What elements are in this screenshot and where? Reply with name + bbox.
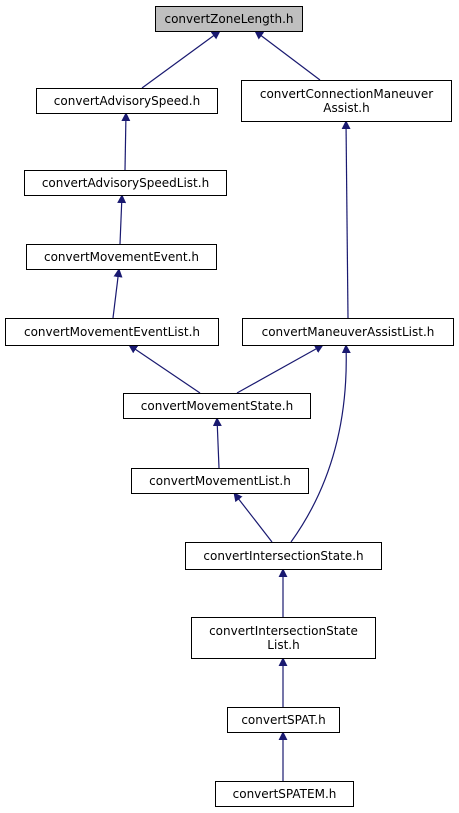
node-box [123,393,311,419]
edge-advspeedlist-to-advspeed [121,112,131,171]
node-movstate[interactable]: convertMovementState.h [123,393,311,419]
node-spat[interactable]: convertSPAT.h [227,707,340,733]
node-label: convertMovementState.h [141,399,293,413]
edge-intstate-to-movlist [233,492,273,543]
node-box [155,6,303,32]
edge-connman-to-zonelength [254,30,321,81]
edge-intstate-to-manassistlist [290,344,351,543]
node-label: convertZoneLength.h [164,12,293,26]
edge-line [141,30,221,89]
node-zonelength[interactable]: convertZoneLength.h [155,6,303,32]
node-label: convertSPAT.h [241,713,325,727]
node-box [242,318,454,346]
node-box [185,542,382,570]
edge-movevent-to-advspeedlist [117,194,127,245]
edge-line [254,30,321,81]
nodes-layer: convertZoneLength.h convertAdvisorySpeed.… [5,6,454,807]
edges-layer [112,30,351,781]
edge-line [290,344,351,543]
node-box [241,80,452,122]
node-movevent[interactable]: convertMovementEvent.h [26,244,217,270]
node-spatem[interactable]: convertSPATEM.h [215,781,354,807]
edge-line [236,344,324,394]
node-label: convertAdvisorySpeedList.h [42,176,209,190]
node-box [36,88,218,114]
node-advspeed[interactable]: convertAdvisorySpeed.h [36,88,218,114]
node-label: List.h [267,638,299,652]
edge-line [112,268,123,319]
node-label: convertMovementEvent.h [44,250,199,264]
node-label: Assist.h [323,101,369,115]
node-label: convertMovementList.h [149,474,291,488]
node-label: convertIntersectionState.h [203,549,363,563]
node-box [191,617,376,659]
node-box [26,244,217,270]
edge-line [233,492,273,543]
edge-movstate-to-moveventlist [128,344,201,394]
node-label: convertAdvisorySpeed.h [54,94,200,108]
node-manassistlist[interactable]: convertManeuverAssistList.h [242,318,454,346]
node-label: convertSPATEM.h [233,787,337,801]
node-box [215,781,354,807]
node-intstate[interactable]: convertIntersectionState.h [185,542,382,570]
node-advspeedlist[interactable]: convertAdvisorySpeedList.h [24,170,227,196]
node-label: convertMovementEventList.h [24,325,200,339]
edge-line [121,112,131,171]
node-moveventlist[interactable]: convertMovementEventList.h [5,318,219,346]
node-label: convertManeuverAssistList.h [262,325,435,339]
node-box [24,170,227,196]
edge-manassistlist-to-connman [341,120,351,319]
node-box [5,318,219,346]
edge-line [117,194,127,245]
node-movlist[interactable]: convertMovementList.h [131,468,309,494]
edge-advspeed-to-zonelength [141,30,221,89]
edge-line [128,344,201,394]
node-box [131,468,309,494]
node-label: convertConnectionManeuver [260,87,433,101]
edge-line [212,417,222,469]
edge-movlist-to-movstate [212,417,222,469]
edge-line [341,120,351,319]
edge-moveventlist-to-movevent [112,268,123,319]
node-box [227,707,340,733]
edge-movstate-to-manassistlist [236,344,324,394]
node-label: convertIntersectionState [209,624,358,638]
